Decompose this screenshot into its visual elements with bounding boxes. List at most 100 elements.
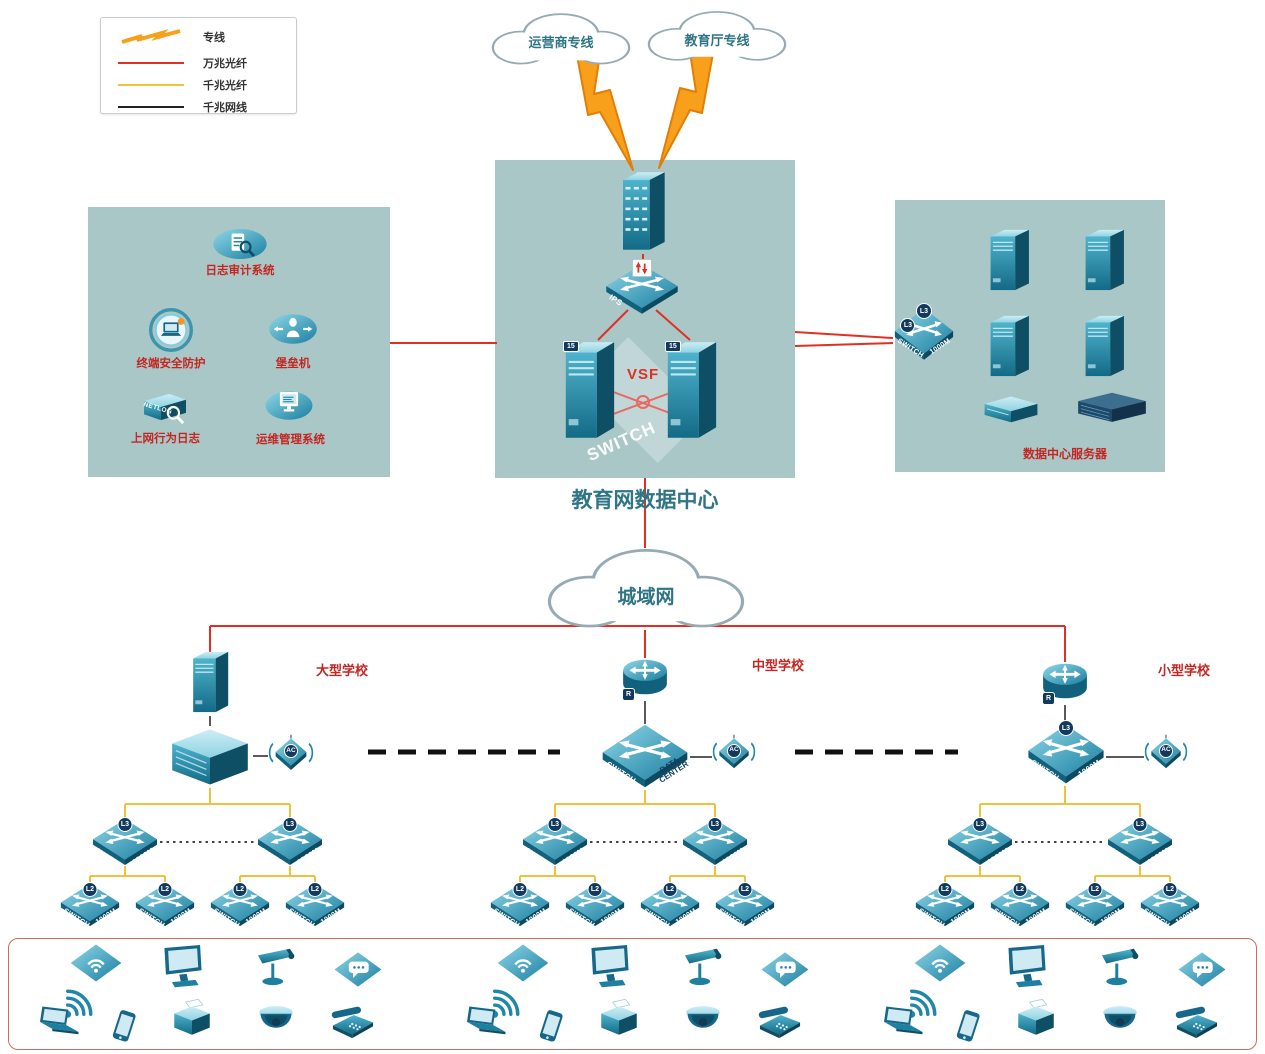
- legend-row: 千兆网线: [115, 98, 247, 116]
- operator-cloud: 运营商专线: [482, 8, 640, 72]
- datacenter-server-icon: [986, 312, 1032, 380]
- wlan-ap-icon: [913, 943, 967, 983]
- endpoint-protection-label: 终端安全防护: [136, 358, 206, 370]
- lightning-swatch-icon: [115, 29, 187, 45]
- medium-school-label: 中型学校: [751, 658, 804, 673]
- printer-icon: [594, 995, 644, 1039]
- ac-wireless-controller-icon: AC: [712, 734, 756, 774]
- monitor-icon: [584, 945, 636, 991]
- log-audit-system-icon: [212, 226, 268, 262]
- wlan-ap-icon: [496, 943, 550, 983]
- router-icon: R: [620, 655, 670, 701]
- l2-badge: L2: [307, 882, 323, 897]
- operator-cloud-label: 运营商专线: [528, 35, 594, 51]
- l2-badge: L2: [737, 882, 753, 897]
- server-model-tag: 15: [665, 341, 681, 352]
- terminal-devices-panel: [8, 938, 1257, 1050]
- l2-badge: L2: [512, 882, 528, 897]
- small-school-label: 小型学校: [1157, 663, 1210, 678]
- chat-device-icon: [333, 951, 383, 988]
- education-cloud-label: 教育厅专线: [684, 32, 750, 48]
- datacenter-server-icon: [986, 226, 1032, 294]
- firewall-icon: [618, 168, 668, 254]
- datacenter-title: 教育网数据中心: [571, 489, 719, 512]
- server-model-tag: 15: [563, 341, 579, 352]
- l3-badge: L3: [1132, 817, 1148, 832]
- l2-badge: L2: [232, 882, 248, 897]
- ac-badge: AC: [1159, 743, 1173, 758]
- l2-badge: L2: [587, 882, 603, 897]
- desk-phone-icon: [1171, 1003, 1223, 1042]
- l3-badge: L3: [1058, 720, 1074, 736]
- yellow-line-swatch: [118, 84, 184, 86]
- l2-badge: L2: [82, 882, 98, 897]
- large-school-core-switch-icon: [165, 724, 255, 788]
- l3-badge: L3: [547, 817, 563, 832]
- datacenter-server-icon: [1081, 226, 1127, 294]
- l3-badge: L3: [916, 303, 932, 319]
- rack-switch-icon: [1074, 390, 1150, 426]
- chat-device-icon: [760, 951, 810, 988]
- cctv-camera-icon: [249, 945, 301, 991]
- vsf-label: VSF: [627, 366, 660, 383]
- l3-badge: L3: [900, 318, 916, 333]
- red-line-swatch: [118, 62, 184, 64]
- legend-label: 专线: [203, 32, 225, 44]
- legend-row: 千兆光纤: [115, 76, 247, 94]
- desk-phone-icon: [327, 1003, 379, 1042]
- endpoint-protection-icon: [149, 308, 193, 352]
- ips-device: IPS: [604, 259, 680, 316]
- laptop-icon: [460, 1005, 514, 1045]
- smartphone-icon: [107, 1007, 141, 1046]
- legend-row: 万兆光纤: [115, 54, 247, 72]
- server-zone-switch: L3 L3 SWITCH 1000M: [893, 303, 955, 362]
- ops-management-label: 运维管理系统: [256, 434, 325, 446]
- dome-camera-icon: [255, 1001, 297, 1042]
- ac-badge: AC: [727, 743, 741, 758]
- l3-badge: L3: [117, 817, 133, 832]
- l2-badge: L2: [1012, 882, 1028, 897]
- l3-badge: L3: [282, 817, 298, 832]
- printer-icon: [167, 995, 217, 1039]
- laptop-icon: [877, 1005, 931, 1045]
- wire: [794, 342, 894, 347]
- monitor-icon: [157, 945, 209, 991]
- l3-badge: L3: [707, 817, 723, 832]
- router-icon: R: [1040, 659, 1090, 705]
- datacenter-server-icon: [1081, 312, 1127, 380]
- dome-camera-icon: [682, 1001, 724, 1042]
- legend-label: 万兆光纤: [203, 58, 247, 70]
- black-line-swatch: [118, 106, 184, 108]
- log-audit-system-label: 日志审计系统: [205, 265, 275, 277]
- legend-row: 专线: [115, 28, 225, 46]
- core-server-icon: [662, 336, 720, 444]
- netlog-label: 上网行为日志: [131, 433, 200, 445]
- large-school-server-icon: [189, 648, 231, 716]
- l2-badge: L2: [937, 882, 953, 897]
- desk-phone-icon: [754, 1003, 806, 1042]
- dome-camera-icon: [1099, 1001, 1141, 1042]
- chat-device-icon: [1177, 951, 1227, 988]
- small-school-core-switch: L3 SWITCH 1000M: [1026, 720, 1106, 786]
- man-cloud-label: 城域网: [617, 587, 675, 609]
- l3-badge: L3: [972, 817, 988, 832]
- l2-badge: L2: [157, 882, 173, 897]
- bastion-host-icon: [268, 312, 318, 346]
- core-server-icon: [560, 336, 618, 444]
- smartphone-icon: [534, 1007, 568, 1046]
